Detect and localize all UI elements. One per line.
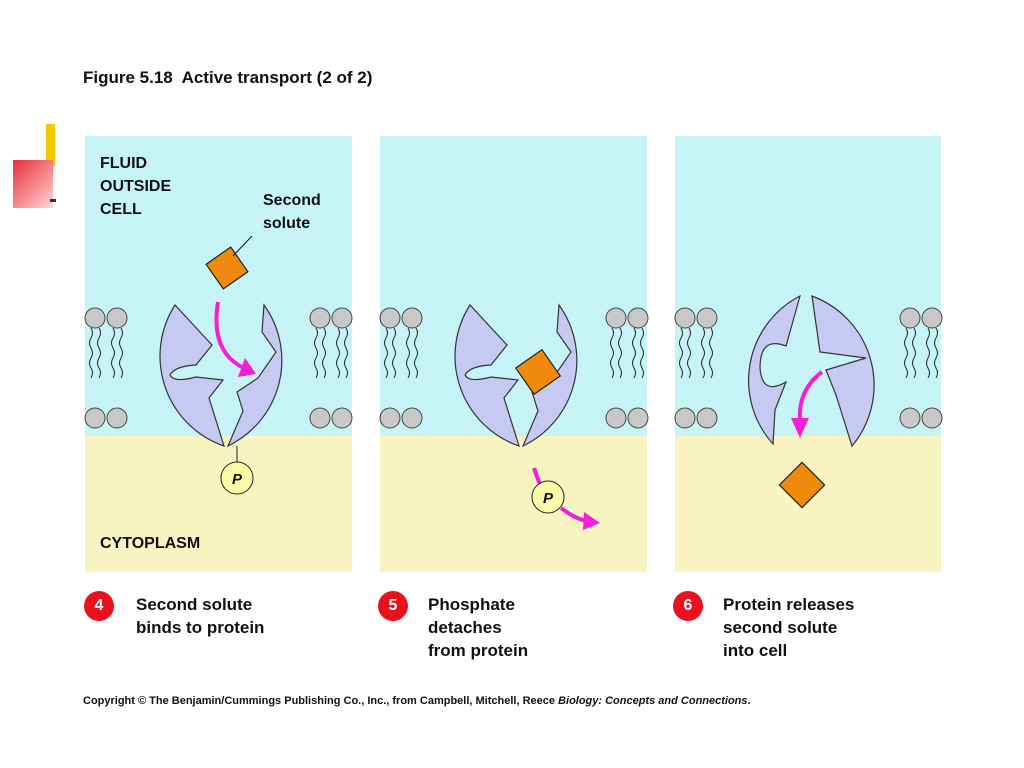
- cytoplasm-region: [675, 436, 941, 572]
- panel-step-6: [675, 136, 942, 572]
- step-4-caption: Second solute binds to protein: [136, 595, 265, 637]
- cytoplasm-label: CYTOPLASM: [100, 535, 201, 552]
- fluid-outside-cell-label: FLUID OUTSIDE CELL: [100, 155, 172, 218]
- panel-step-4: P: [85, 136, 352, 572]
- step-5-caption: Phosphate detaches from protein: [428, 595, 529, 660]
- transport-protein: [454, 303, 578, 448]
- step-6-caption: Protein releases second solute into cell: [723, 595, 855, 660]
- copyright-notice: Copyright © The Benjamin/Cummings Publis…: [83, 695, 751, 707]
- transport-protein: [747, 294, 875, 448]
- panel-step-5: P: [380, 136, 648, 572]
- decorative-red-square: [13, 160, 53, 208]
- book-title: Biology: Concepts and Connections: [558, 695, 748, 707]
- second-solute: [205, 246, 249, 290]
- transport-protein: [159, 303, 283, 448]
- fluid-outside-region: [380, 136, 647, 436]
- step-5-badge: 5: [378, 591, 408, 621]
- second-solute: [778, 461, 826, 509]
- second-solute: [514, 348, 562, 396]
- phosphate-label: P: [232, 471, 243, 488]
- phosphate-release-arrow-head: [583, 512, 600, 530]
- phosphate-group: P: [220, 461, 254, 495]
- binding-arrow-head: [238, 358, 256, 377]
- release-arrow: [797, 370, 824, 421]
- fluid-outside-region: [675, 136, 941, 436]
- decorative-yellow-bar: [46, 124, 55, 166]
- release-arrow-head: [791, 418, 809, 438]
- second-solute-label: Second solute: [263, 192, 321, 232]
- cytoplasm-region: [85, 436, 352, 572]
- decorative-dash: [50, 199, 56, 202]
- binding-arrow: [214, 301, 245, 370]
- figure-title: Figure 5.18 Active transport (2 of 2): [83, 68, 373, 87]
- phosphate-group: P: [531, 480, 565, 514]
- phosphate-label: P: [543, 490, 554, 507]
- cytoplasm-region: [380, 436, 647, 572]
- solute-pointer-line: [232, 235, 253, 257]
- step-6-badge: 6: [673, 591, 703, 621]
- step-4-badge: 4: [84, 591, 114, 621]
